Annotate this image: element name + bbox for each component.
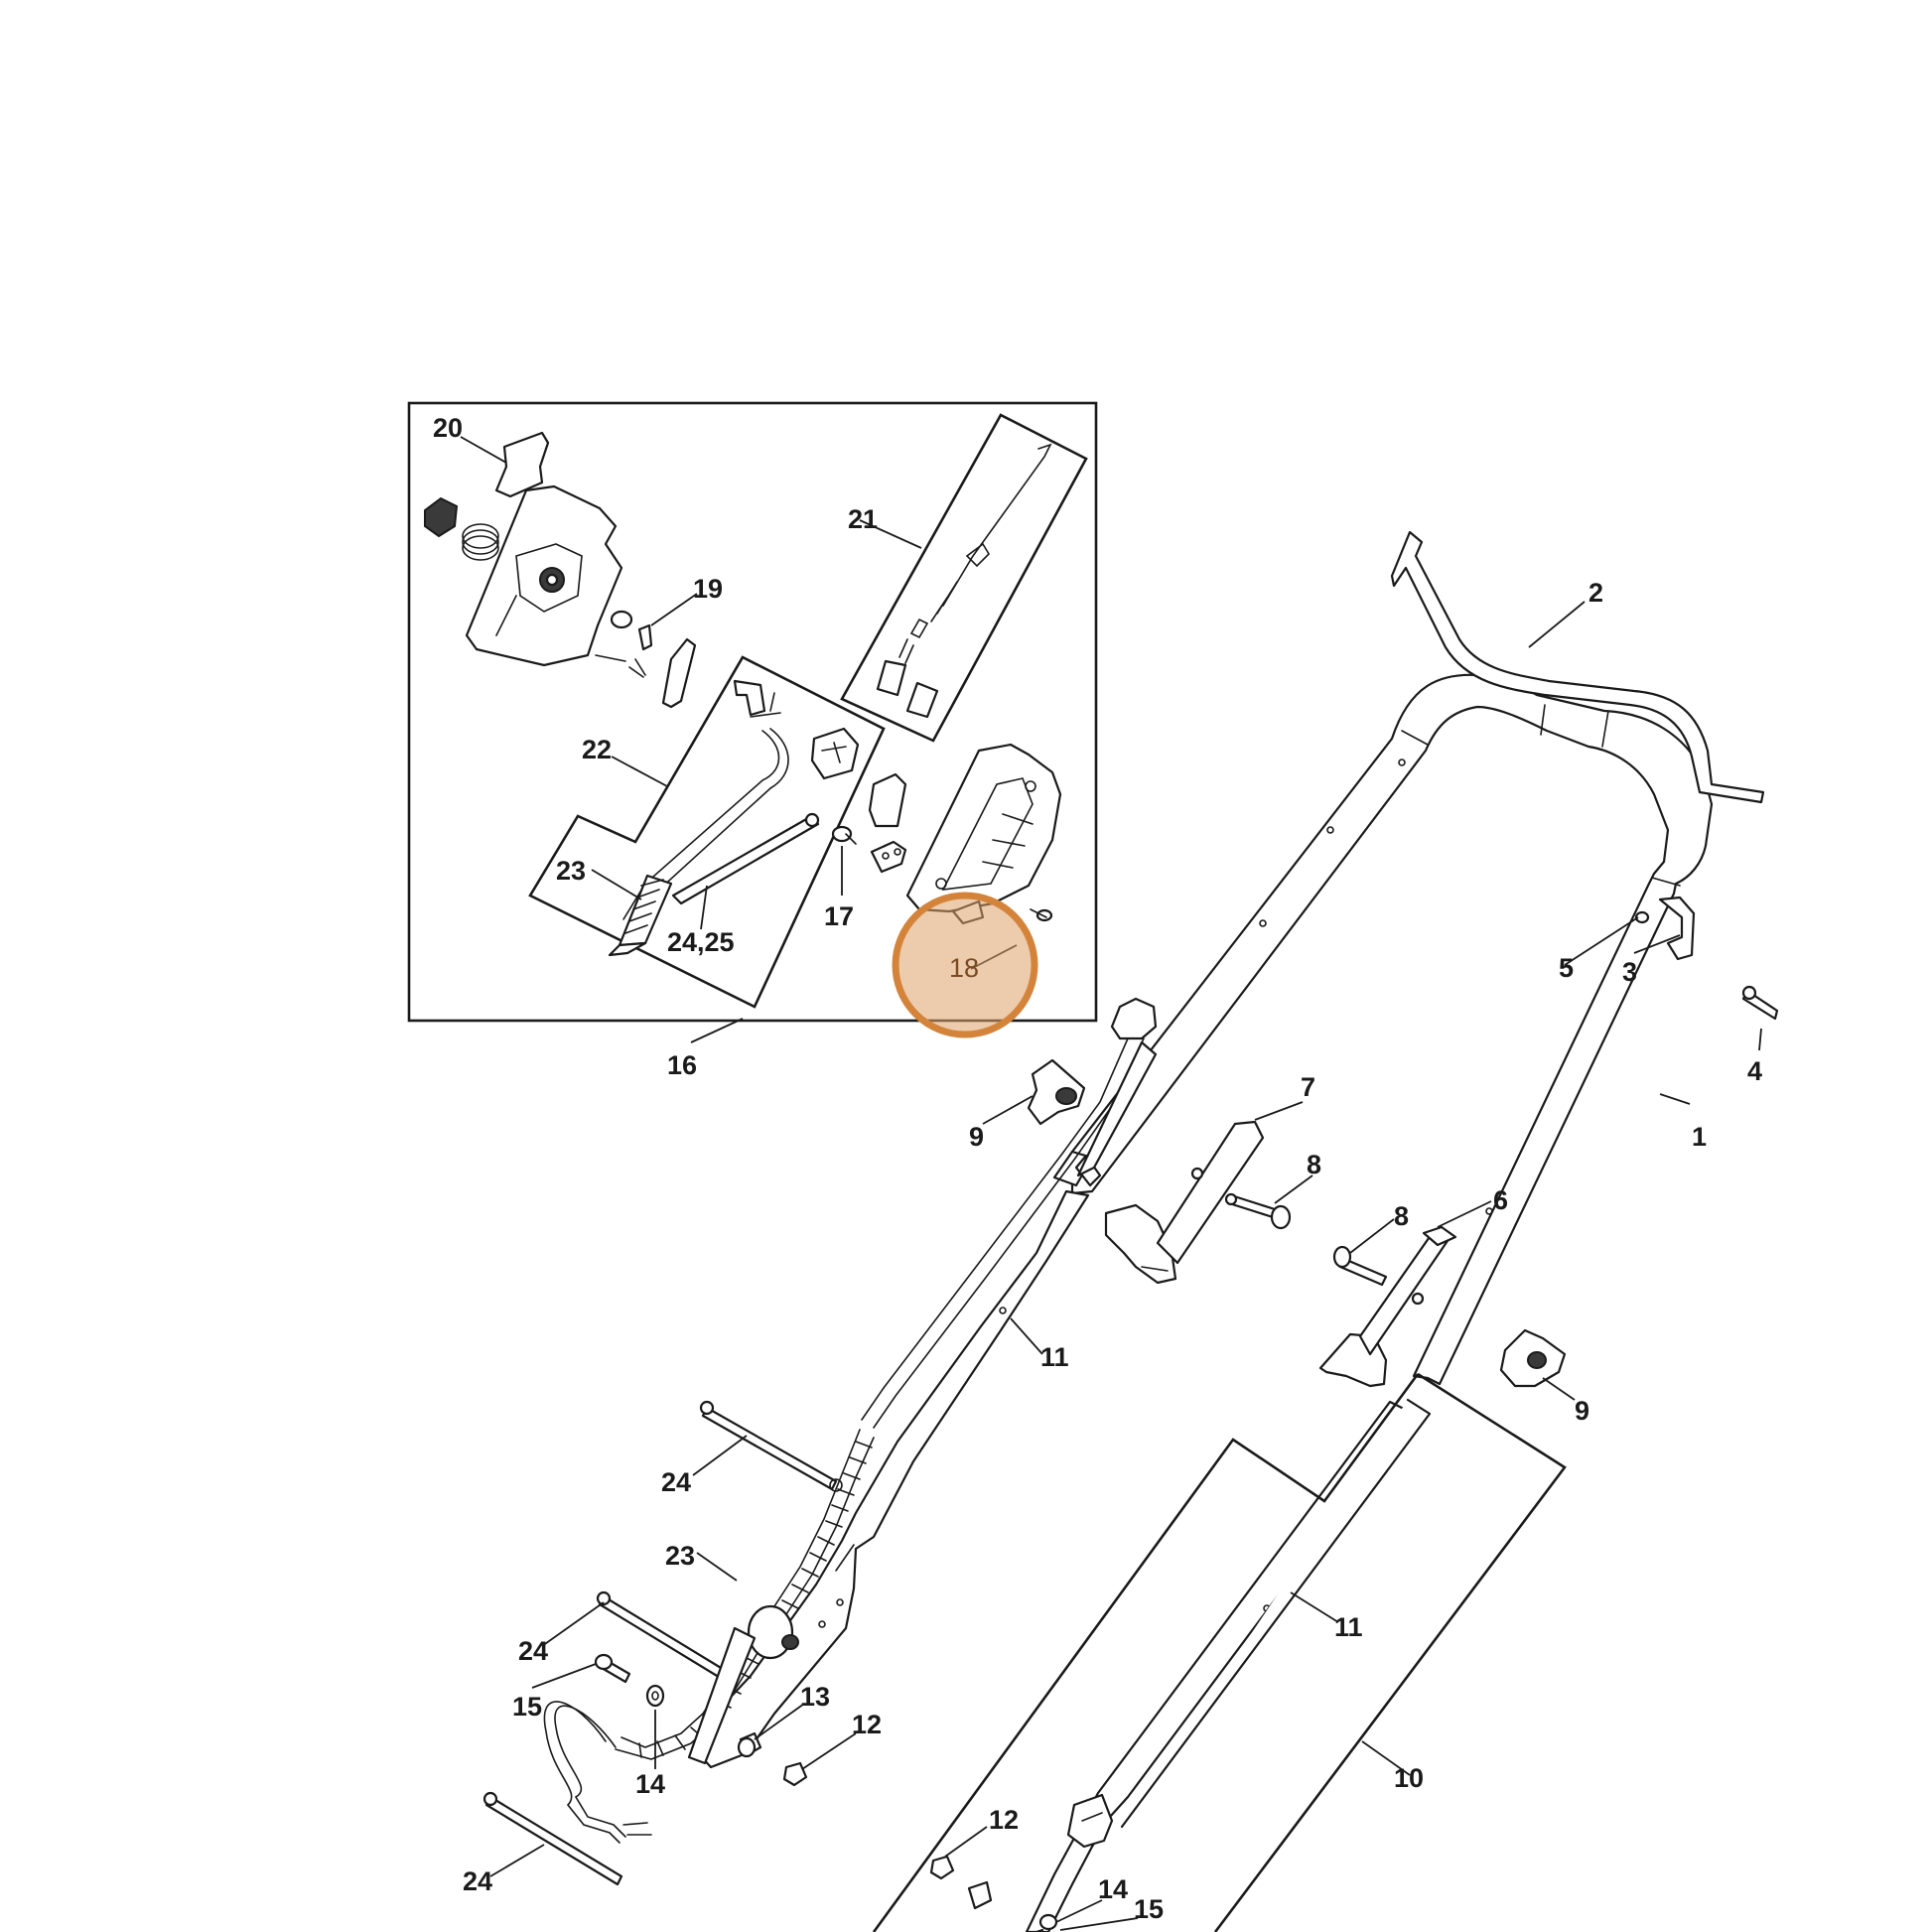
callout-22: 22: [582, 735, 612, 764]
callout-17: 17: [824, 901, 854, 931]
callout-24-b: 24: [518, 1636, 548, 1666]
part-12-nut-lower: [929, 1855, 955, 1880]
callout-23-inset: 23: [556, 856, 586, 886]
part-19-screw-small: [595, 610, 697, 709]
callout-11-lower: 11: [1334, 1612, 1363, 1642]
part-8-bolt-lower: [1332, 1245, 1388, 1287]
part-lower-housing: [905, 743, 1062, 925]
callout-2: 2: [1588, 578, 1603, 608]
part-7-lever: [1104, 1120, 1265, 1285]
part-2-bail-bar: [1390, 530, 1765, 804]
part-14-washer: [645, 1684, 665, 1708]
part-18-screw: [1030, 908, 1053, 922]
callout-3: 3: [1622, 957, 1637, 987]
part-11-frame-bar: [1120, 1398, 1432, 1829]
part-10-frame: [872, 1372, 1567, 1932]
callout-5: 5: [1559, 953, 1574, 983]
callout-15-b: 15: [1134, 1894, 1164, 1924]
callout-14-a: 14: [635, 1769, 665, 1799]
part-20-cap: [494, 431, 550, 498]
callout-6: 6: [1493, 1185, 1508, 1215]
callout-labels: 20 21 19 22 23 24,25 17 16 2 5 3 4 1 9 7…: [433, 413, 1762, 1924]
part-9-knob-left: [1027, 1058, 1086, 1126]
callout-12-b: 12: [989, 1805, 1019, 1835]
callout-15-a: 15: [512, 1692, 542, 1722]
highlight-ring[interactable]: [892, 892, 1038, 1038]
part-21-cable-box: [840, 413, 1088, 743]
part-9-knob-right: [1499, 1328, 1567, 1388]
part-3-clip: [1634, 896, 1696, 961]
callout-20: 20: [433, 413, 463, 443]
part-24-cable-tie-1: [699, 1400, 843, 1492]
part-11-lower-handle-lower: [1025, 1400, 1416, 1932]
callout-8-lower: 8: [1394, 1201, 1409, 1231]
part-13-spacer-lower: [967, 1880, 993, 1910]
callout-12-a: 12: [852, 1710, 882, 1739]
part-13-spacer: [737, 1731, 762, 1758]
part-15-bolt: [594, 1653, 631, 1684]
part-23-conduit-inset: [608, 874, 673, 957]
inset-assembly-box: [407, 401, 1098, 1023]
callout-24-a: 24: [661, 1467, 691, 1497]
callout-4: 4: [1747, 1056, 1762, 1086]
part-handle-pivot: [687, 1604, 799, 1765]
callout-18: 18: [949, 953, 979, 983]
callout-13: 13: [800, 1682, 830, 1712]
part-nut-spring: [424, 496, 499, 561]
part-11-lower-handle-upper: [691, 1154, 1102, 1769]
part-upper-housing: [465, 484, 623, 667]
callout-9-left: 9: [969, 1122, 984, 1152]
callout-24-c: 24: [463, 1866, 492, 1896]
part-4-pin: [1741, 985, 1779, 1021]
callout-9-right: 9: [1575, 1396, 1589, 1426]
callout-21: 21: [848, 504, 878, 534]
part-8-bolt-upper: [1224, 1192, 1292, 1230]
part-17-screw: [831, 772, 907, 874]
part-cable-main: [861, 997, 1158, 1429]
leader-lines: [460, 436, 1762, 1931]
callout-8-upper: 8: [1307, 1150, 1321, 1179]
callout-10: 10: [1394, 1763, 1424, 1793]
callout-16: 16: [667, 1050, 697, 1080]
highlight-part-18[interactable]: 18: [892, 892, 1038, 1038]
part-22-lever-box: [528, 655, 886, 1009]
part-12-nut: [782, 1761, 808, 1787]
part-24-cable-tie-2: [596, 1590, 738, 1685]
part-24-25-cable-tie-inset: [671, 812, 820, 905]
callout-24-25: 24,25: [667, 927, 735, 957]
part-6-lever: [1318, 1225, 1457, 1388]
callout-1: 1: [1692, 1122, 1707, 1152]
callout-11-upper: 11: [1040, 1342, 1069, 1372]
part-24-cable-tie-3: [483, 1791, 623, 1886]
callout-7: 7: [1301, 1072, 1315, 1102]
callout-23-main: 23: [665, 1541, 695, 1571]
callout-19: 19: [693, 574, 723, 604]
callout-14-b: 14: [1098, 1874, 1128, 1904]
part-15-bolt-lower: [1038, 1913, 1058, 1931]
